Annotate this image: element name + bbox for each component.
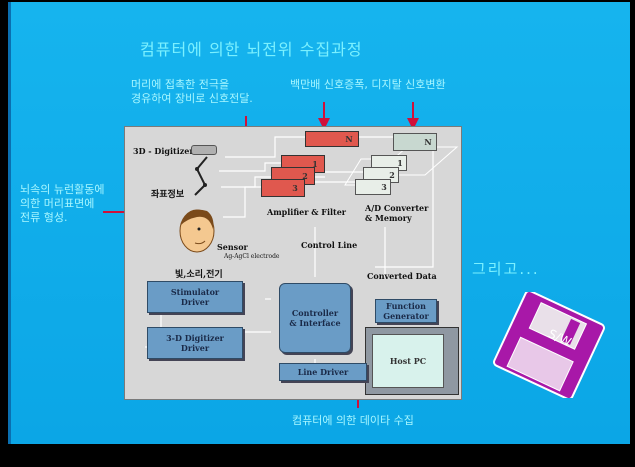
digitizer-arm-icon bbox=[194, 156, 208, 196]
amplifier-channel-3: 3 bbox=[261, 179, 305, 197]
head-icon bbox=[179, 209, 215, 253]
host-pc-screen: Host PC bbox=[372, 334, 444, 388]
line-driver-block: Line Driver bbox=[279, 363, 367, 381]
controller-interface-block: Controller& Interface bbox=[279, 283, 351, 353]
note-collect: 컴퓨터에 의한 데이타 수집 bbox=[292, 414, 414, 427]
amplifier-label: Amplifier & Filter bbox=[267, 207, 347, 217]
diagram-panel: 3D - Digitizer 좌표정보 Sensor Ag-AgCl elect… bbox=[124, 126, 462, 400]
floppy-disk-icon: S/W bbox=[493, 292, 605, 398]
host-pc-monitor: Host PC bbox=[365, 327, 459, 395]
converted-data-label: Converted Data bbox=[367, 271, 437, 281]
digitizer-pen-icon bbox=[191, 145, 217, 155]
sensor-label: Sensor bbox=[217, 242, 248, 252]
line-digitizer-top bbox=[225, 136, 305, 158]
slide-edge bbox=[8, 2, 11, 444]
stimulus-label: 빛,소리,전기 bbox=[175, 270, 223, 280]
converter-channel-3: 3 bbox=[355, 179, 391, 195]
converter-channel-n: N bbox=[393, 133, 437, 151]
control-line-label: Control Line bbox=[301, 240, 358, 250]
coord-info-label: 좌표정보 bbox=[151, 190, 185, 200]
slide-title: 컴퓨터에 의한 뇌전위 수집과정 bbox=[140, 40, 363, 59]
geuligo-text: 그리고... bbox=[472, 260, 540, 278]
digitizer-label: 3D - Digitizer bbox=[133, 146, 194, 156]
converter-label: A/D Converter& Memory bbox=[365, 203, 429, 223]
amplifier-channel-n: N bbox=[305, 131, 359, 147]
note-amplify: 백만배 신호증폭, 디지탈 신호변환 bbox=[290, 78, 446, 91]
sensor-sub-label: Ag-AgCl electrode bbox=[224, 253, 280, 260]
